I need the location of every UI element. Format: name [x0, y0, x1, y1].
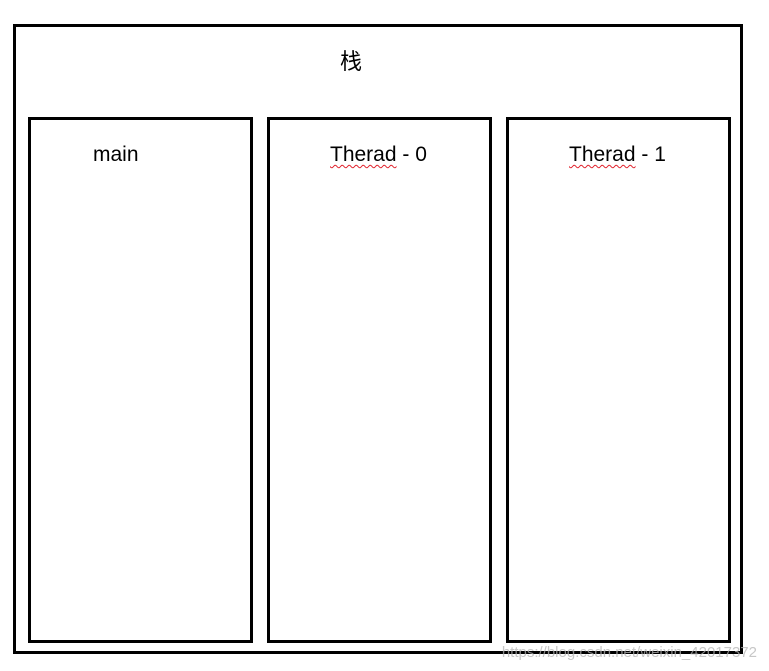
thread-0-label: Therad - 0	[330, 144, 427, 165]
thread-1-box: Therad - 1	[506, 117, 731, 643]
thread-1-label: Therad - 1	[569, 144, 666, 165]
thread-0-box: Therad - 0	[267, 117, 492, 643]
thread-1-label-number: - 1	[635, 143, 666, 166]
watermark-text: https://blog.csdn.net/weixin_42017372	[501, 644, 757, 661]
thread-0-label-word: Therad	[330, 143, 397, 166]
main-thread-label: main	[93, 143, 139, 166]
main-thread-box: main	[28, 117, 253, 643]
stack-title: 栈	[340, 50, 363, 75]
thread-1-label-word: Therad	[569, 143, 636, 166]
thread-0-label-number: - 0	[396, 143, 427, 166]
